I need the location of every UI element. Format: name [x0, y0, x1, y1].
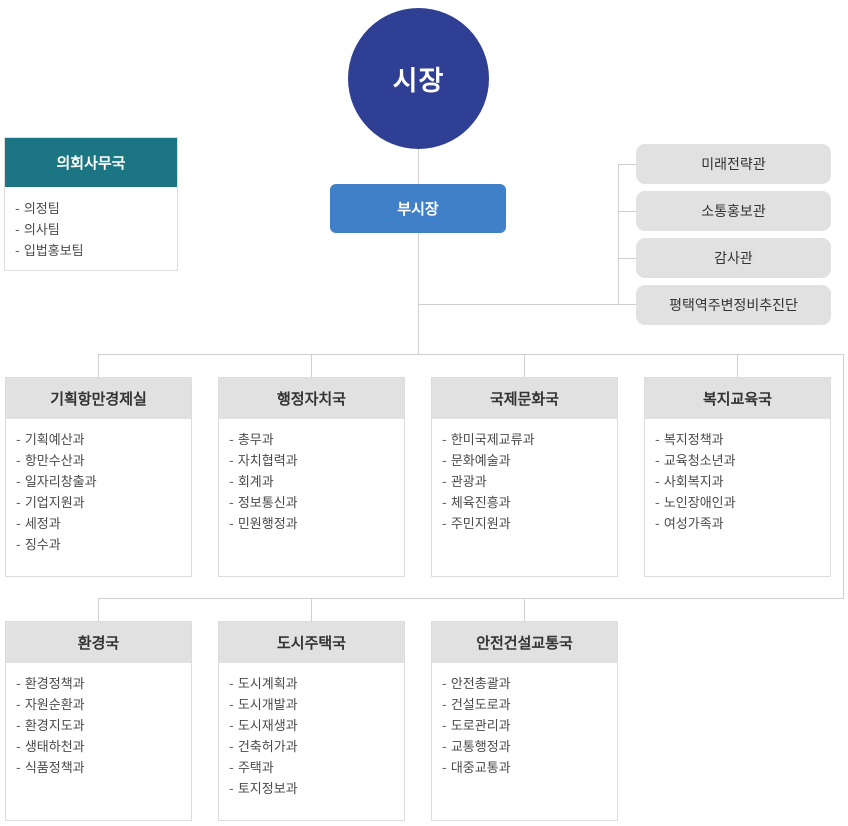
list-item: 도시계획과	[229, 674, 404, 695]
list-item: 도시개발과	[229, 695, 404, 716]
list-item: 토지정보과	[229, 779, 404, 800]
division-list: 복지정책과 교육청소년과 사회복지과 노인장애인과 여성가족과	[645, 419, 830, 535]
bureau-title: 기획항만경제실	[6, 378, 191, 419]
list-item: 주택과	[229, 758, 404, 779]
list-item: 식품정책과	[16, 758, 191, 779]
list-item: 민원행정과	[229, 514, 404, 535]
list-item: 의정팀	[15, 199, 177, 220]
list-item: 도시재생과	[229, 716, 404, 737]
division-list: 총무과 자치협력과 회계과 정보통신과 민원행정과	[219, 419, 404, 535]
connector-row1-bus	[98, 354, 844, 355]
division-list: 환경정책과 자원순환과 환경지도과 생태하천과 식품정책과	[6, 663, 191, 779]
vice-mayor-label: 부시장	[397, 200, 439, 218]
connector-staff-stub-3	[618, 258, 636, 259]
connector-staff-branch	[418, 304, 618, 305]
connector-vice-trunk	[418, 233, 419, 354]
vice-mayor-node: 부시장	[330, 184, 506, 233]
list-item: 자치협력과	[229, 451, 404, 472]
connector-row2-drop-2	[311, 598, 312, 621]
list-item: 교통행정과	[442, 737, 617, 758]
list-item: 일자리창출과	[16, 472, 191, 493]
connector-row1-drop-2	[311, 354, 312, 377]
list-item: 기획예산과	[16, 430, 191, 451]
bureau-title: 국제문화국	[432, 378, 617, 419]
connector-row1-drop-4	[737, 354, 738, 377]
list-item: 징수과	[16, 535, 191, 556]
staff-office-communication: 소통홍보관	[636, 191, 831, 231]
staff-office-station-redevelopment: 평택역주변정비추진단	[636, 285, 831, 325]
division-list: 기획예산과 항만수산과 일자리창출과 기업지원과 세정과 징수과	[6, 419, 191, 556]
list-item: 정보통신과	[229, 493, 404, 514]
list-item: 건설도로과	[442, 695, 617, 716]
list-item: 생태하천과	[16, 737, 191, 758]
mayor-node: 시장	[348, 8, 489, 149]
list-item: 안전총괄과	[442, 674, 617, 695]
connector-row1-drop-1	[98, 354, 99, 377]
division-list: 도시계획과 도시개발과 도시재생과 건축허가과 주택과 토지정보과	[219, 663, 404, 800]
bureau-box-culture: 국제문화국 한미국제교류과 문화예술과 관광과 체육진흥과 주민지원과	[431, 377, 618, 577]
bureau-title: 복지교육국	[645, 378, 830, 419]
list-item: 입법홍보팀	[15, 241, 177, 262]
bureau-box-administration: 행정자치국 총무과 자치협력과 회계과 정보통신과 민원행정과	[218, 377, 405, 577]
bureau-box-welfare: 복지교육국 복지정책과 교육청소년과 사회복지과 노인장애인과 여성가족과	[644, 377, 831, 577]
connector-row2-bus	[98, 598, 844, 599]
list-item: 여성가족과	[655, 514, 830, 535]
list-item: 기업지원과	[16, 493, 191, 514]
mayor-label: 시장	[392, 66, 445, 97]
list-item: 체육진흥과	[442, 493, 617, 514]
council-team-list: 의정팀 의사팀 입법홍보팀	[5, 187, 177, 262]
division-list: 한미국제교류과 문화예술과 관광과 체육진흥과 주민지원과	[432, 419, 617, 535]
list-item: 환경지도과	[16, 716, 191, 737]
bureau-box-planning: 기획항만경제실 기획예산과 항만수산과 일자리창출과 기업지원과 세정과 징수과	[5, 377, 192, 577]
list-item: 한미국제교류과	[442, 430, 617, 451]
list-item: 대중교통과	[442, 758, 617, 779]
connector-staff-stub-4	[618, 304, 636, 305]
bureau-title: 도시주택국	[219, 622, 404, 663]
list-item: 교육청소년과	[655, 451, 830, 472]
list-item: 건축허가과	[229, 737, 404, 758]
bureau-box-urban-housing: 도시주택국 도시계획과 도시개발과 도시재생과 건축허가과 주택과 토지정보과	[218, 621, 405, 821]
list-item: 주민지원과	[442, 514, 617, 535]
bureau-box-safety-transport: 안전건설교통국 안전총괄과 건설도로과 도로관리과 교통행정과 대중교통과	[431, 621, 618, 821]
connector-right-rail	[843, 354, 844, 599]
list-item: 환경정책과	[16, 674, 191, 695]
connector-row2-drop-1	[98, 598, 99, 621]
bureau-title: 안전건설교통국	[432, 622, 617, 663]
list-item: 복지정책과	[655, 430, 830, 451]
connector-staff-stub-2	[618, 211, 636, 212]
connector-mayor-vice	[418, 149, 419, 184]
list-item: 항만수산과	[16, 451, 191, 472]
council-secretariat-box: 의회사무국 의정팀 의사팀 입법홍보팀	[4, 137, 178, 271]
council-secretariat-title: 의회사무국	[5, 138, 177, 187]
list-item: 총무과	[229, 430, 404, 451]
staff-office-future-strategy: 미래전략관	[636, 144, 831, 184]
list-item: 세정과	[16, 514, 191, 535]
connector-staff-spine	[618, 164, 619, 305]
division-list: 안전총괄과 건설도로과 도로관리과 교통행정과 대중교통과	[432, 663, 617, 779]
list-item: 회계과	[229, 472, 404, 493]
list-item: 도로관리과	[442, 716, 617, 737]
bureau-title: 환경국	[6, 622, 191, 663]
staff-office-audit: 감사관	[636, 238, 831, 278]
list-item: 자원순환과	[16, 695, 191, 716]
connector-row2-drop-3	[524, 598, 525, 621]
list-item: 사회복지과	[655, 472, 830, 493]
list-item: 노인장애인과	[655, 493, 830, 514]
connector-staff-stub-1	[618, 164, 636, 165]
bureau-box-environment: 환경국 환경정책과 자원순환과 환경지도과 생태하천과 식품정책과	[5, 621, 192, 821]
bureau-title: 행정자치국	[219, 378, 404, 419]
list-item: 관광과	[442, 472, 617, 493]
connector-row1-drop-3	[524, 354, 525, 377]
list-item: 의사팀	[15, 220, 177, 241]
list-item: 문화예술과	[442, 451, 617, 472]
